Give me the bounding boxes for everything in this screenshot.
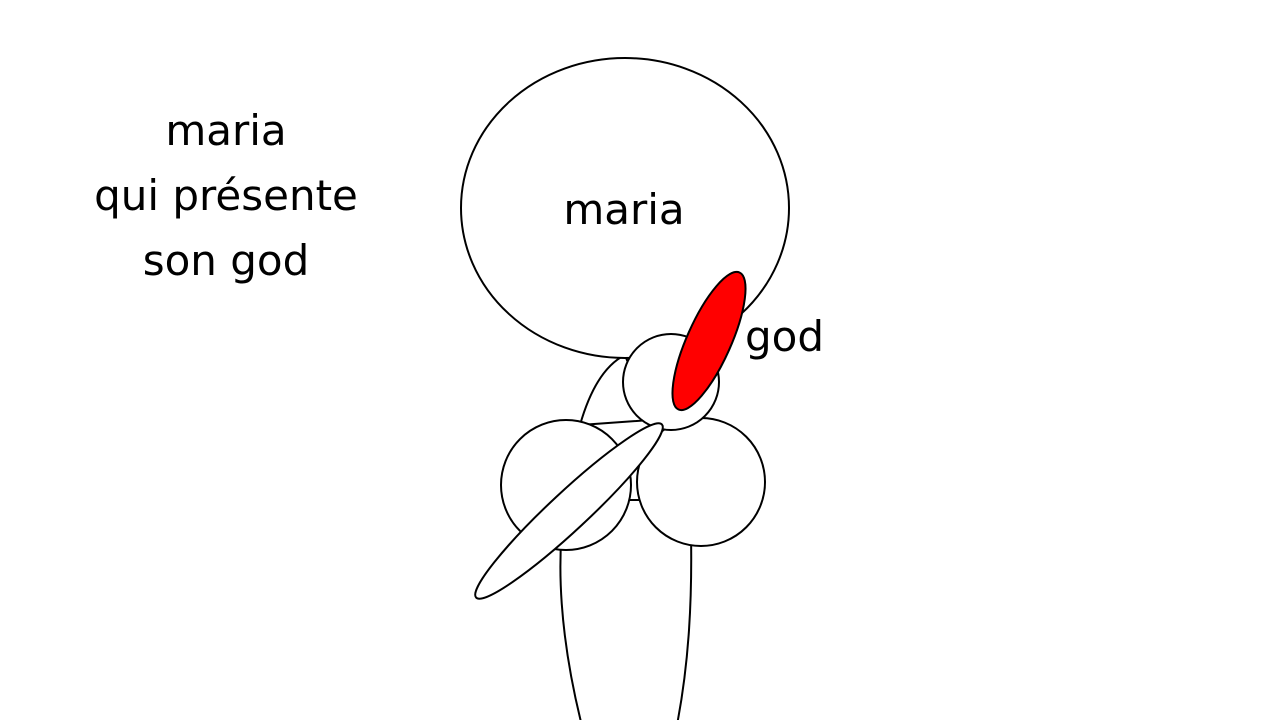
arm-balloon xyxy=(474,422,664,600)
god-label: god xyxy=(745,312,824,361)
caption-text: maria qui présente son god xyxy=(76,98,376,293)
caption-line-3: son god xyxy=(142,236,310,285)
god-balloon xyxy=(671,270,747,412)
caption-line-2: qui présente xyxy=(94,171,358,220)
caption-line-1: maria xyxy=(165,106,287,155)
head-circle xyxy=(460,57,790,359)
head-label: maria xyxy=(563,185,684,234)
